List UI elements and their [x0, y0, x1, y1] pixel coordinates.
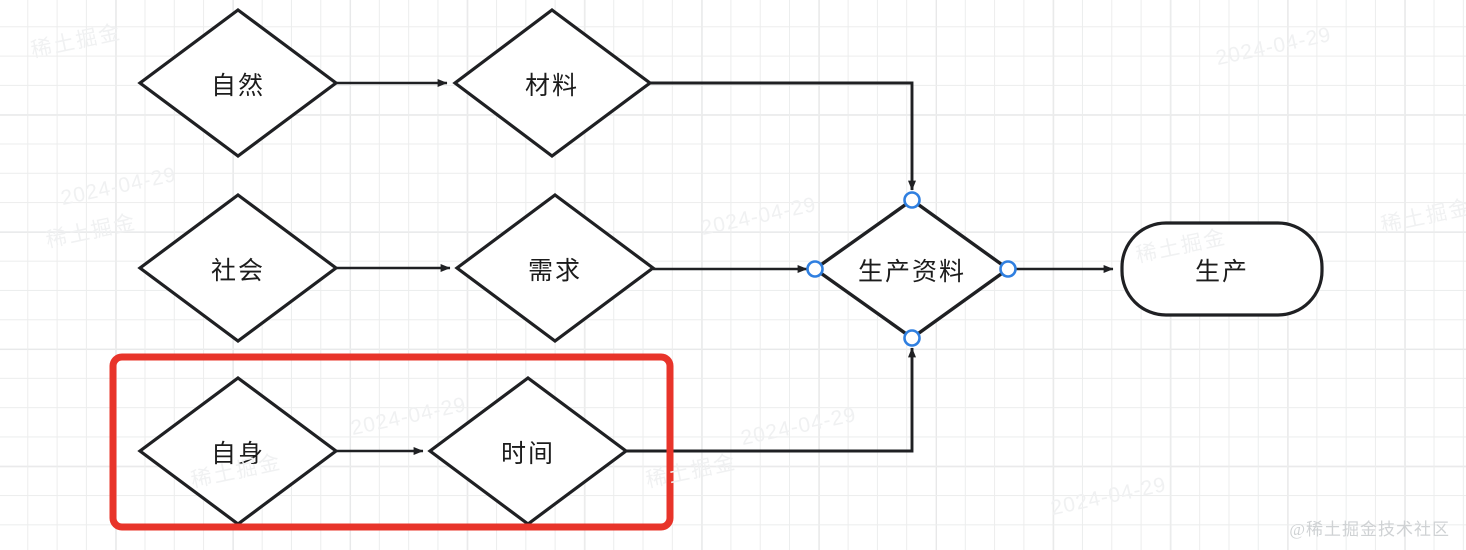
- edge-time-to-means[interactable]: [626, 347, 916, 453]
- connection-handle-bottom[interactable]: [903, 329, 921, 347]
- connection-handle-left[interactable]: [806, 260, 824, 278]
- node-demand[interactable]: [454, 193, 656, 343]
- connection-handle-right[interactable]: [999, 260, 1017, 278]
- node-time[interactable]: [427, 376, 629, 526]
- connection-handle-top[interactable]: [903, 191, 921, 209]
- node-nature[interactable]: [137, 8, 339, 158]
- node-society[interactable]: [137, 193, 339, 343]
- node-material[interactable]: [452, 8, 653, 158]
- selection-handles-layer: [806, 191, 1017, 347]
- highlight-box: [109, 353, 674, 531]
- node-produce[interactable]: [1120, 221, 1324, 317]
- edge-material-to-means[interactable]: [650, 81, 916, 191]
- nodes-layer: [137, 8, 1324, 526]
- watermark-corner: @稀土掘金技术社区: [1289, 520, 1450, 539]
- node-self[interactable]: [137, 376, 339, 526]
- node-means[interactable]: [812, 197, 1011, 341]
- edges-layer: [336, 79, 1114, 455]
